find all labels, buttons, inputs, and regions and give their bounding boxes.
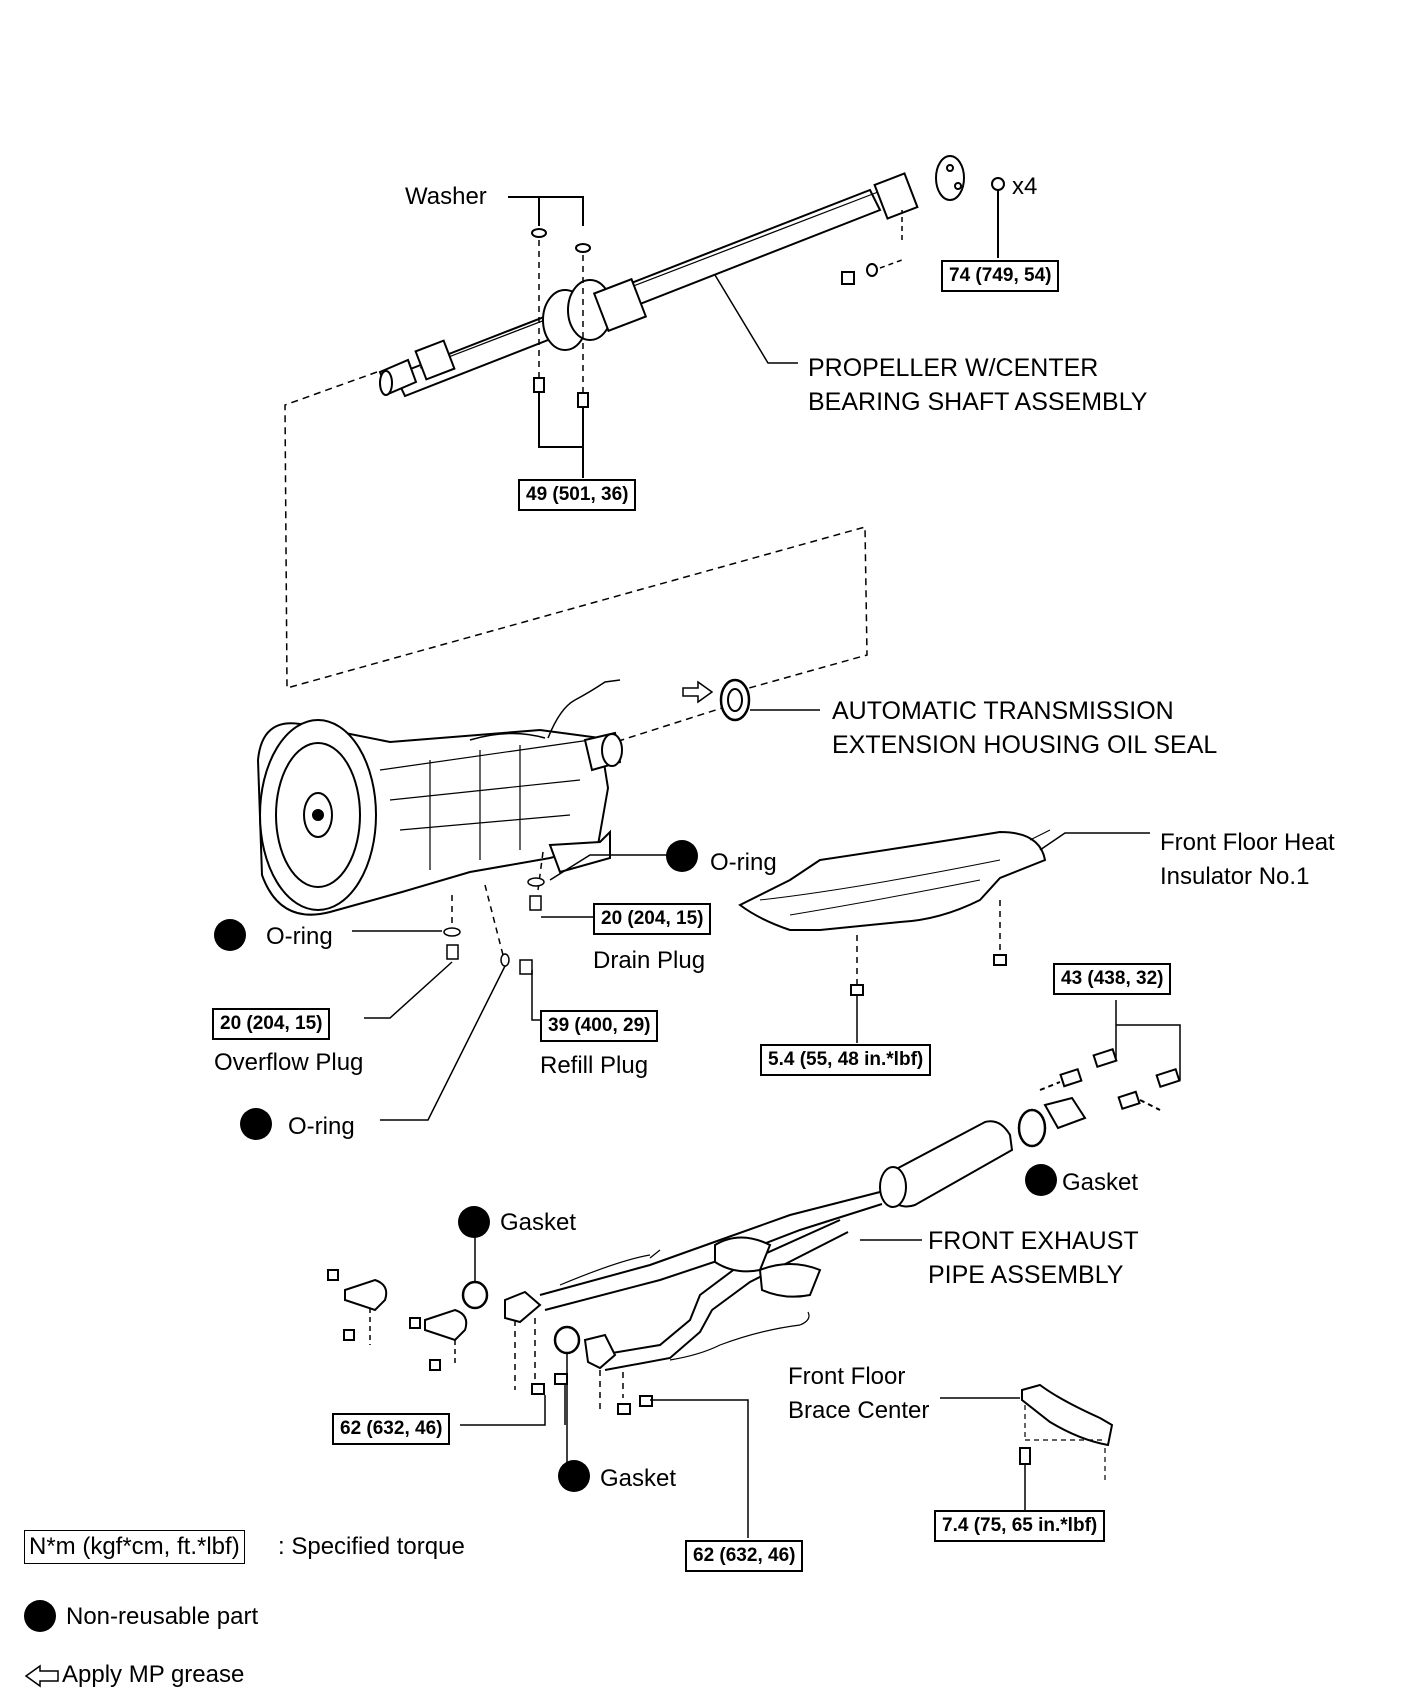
nonreusable-dot-icon [666,840,698,872]
drain-plug-label: Drain Plug [593,947,706,974]
propeller-label-line2: BEARING SHAFT ASSEMBLY [808,388,1148,416]
torque-manifold-left: 62 (632, 46) [332,1413,451,1445]
muffler-joint-drawing [1017,1000,1181,1148]
nonreusable-dot-icon [458,1206,490,1238]
exhaust-pipe-drawing [504,1120,1014,1371]
torque-muffler-joint: 43 (438, 32) [1053,963,1172,995]
torque-overflow: 20 (204, 15) [212,1008,331,1040]
oring-drain-label: O-ring [710,849,777,876]
heat-insulator-drawing [738,829,1150,1043]
brace-label-line2: Brace Center [788,1397,930,1424]
washer-label: Washer [405,183,487,210]
torque-brace: 7.4 (75, 65 in.*lbf) [934,1510,1106,1542]
x4-label: x4 [1012,173,1038,200]
oil-seal-label-line2: EXTENSION HOUSING OIL SEAL [832,731,1218,759]
torque-center-bearing: 49 (501, 36) [518,479,637,511]
legend-nonreusable-dot-icon [24,1600,56,1632]
center-bearing-fasteners [508,196,591,478]
oring-overflow-label: O-ring [266,923,333,950]
legend-nonreusable-text: Non-reusable part [66,1603,259,1630]
exhaust-label-line2: PIPE ASSEMBLY [928,1261,1124,1289]
brace-label-line1: Front Floor [788,1363,906,1390]
nonreusable-dot-icon [558,1460,590,1492]
exhaust-heat-shields [327,1269,468,1371]
floor-brace-drawing [940,1383,1114,1510]
propeller-shaft-drawing [378,155,965,398]
oring-refill-label: O-ring [288,1113,355,1140]
oil-seal-label-line1: AUTOMATIC TRANSMISSION [832,697,1174,725]
legend-torque-box: N*m (kgf*cm, ft.*lbf) [24,1530,245,1564]
overflow-plug-label: Overflow Plug [214,1049,364,1076]
exhaust-label-line1: FRONT EXHAUST [928,1227,1139,1255]
torque-flange: 74 (749, 54) [941,260,1060,292]
gasket-right-label: Gasket [600,1465,677,1492]
propeller-label-line1: PROPELLER W/CENTER [808,354,1099,382]
flange-fasteners [841,177,1005,285]
transmission-drawing [256,679,623,916]
torque-manifold-right: 62 (632, 46) [685,1540,804,1572]
legend-torque-text: : Specified torque [278,1533,465,1560]
nonreusable-dot-icon [1025,1164,1057,1196]
torque-insulator: 5.4 (55, 48 in.*lbf) [760,1044,932,1076]
legend-grease-text: Apply MP grease [62,1661,245,1688]
oil-seal-drawing [605,678,820,746]
alignment-dashes [284,371,868,691]
heat-insulator-label-line2: Insulator No.1 [1160,863,1310,890]
heat-insulator-label-line1: Front Floor Heat [1160,829,1335,856]
nonreusable-dot-icon [214,919,246,951]
gasket-muffler-label: Gasket [1062,1169,1139,1196]
torque-drain: 20 (204, 15) [593,903,712,935]
nonreusable-dot-icon [240,1108,272,1140]
torque-refill: 39 (400, 29) [540,1010,659,1042]
exhaust-gaskets [460,1220,749,1538]
gasket-left-label: Gasket [500,1209,577,1236]
refill-plug-label: Refill Plug [540,1052,649,1079]
grease-arrow-icon [24,1664,59,1688]
